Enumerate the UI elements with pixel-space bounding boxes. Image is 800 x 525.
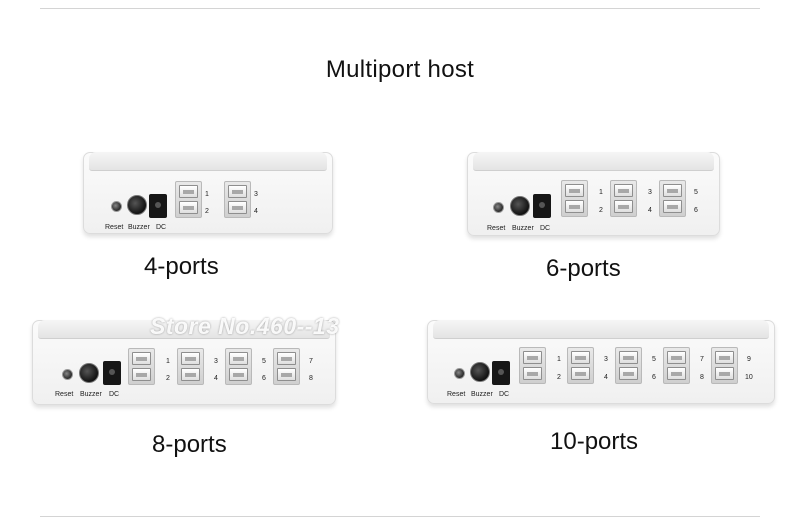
device-lid <box>38 320 330 339</box>
port-number: 3 <box>254 191 258 198</box>
usb-port-pair <box>711 347 738 384</box>
buzzer-icon <box>470 362 490 382</box>
usb-port-pair <box>567 347 594 384</box>
dc-jack-icon <box>533 194 551 218</box>
reset-hole-icon <box>454 368 465 379</box>
port-number: 1 <box>599 189 603 196</box>
usb-port-pair <box>615 347 642 384</box>
usb-host-8-ports: 1 2 3 4 5 6 7 8 Reset Buzzer DC <box>32 320 336 405</box>
device-lid <box>473 152 714 171</box>
reset-hole-icon <box>62 369 73 380</box>
usb-port-pair <box>224 181 251 218</box>
port-number: 2 <box>557 374 561 381</box>
port-number: 2 <box>166 375 170 382</box>
port-number: 6 <box>694 207 698 214</box>
port-number: 10 <box>745 374 753 381</box>
port-number: 1 <box>557 356 561 363</box>
port-number: 3 <box>648 189 652 196</box>
usb-port-pair <box>561 180 588 217</box>
port-number: 1 <box>205 191 209 198</box>
caption-4-ports: 4-ports <box>144 253 219 280</box>
reset-label: Reset <box>105 224 124 231</box>
port-number: 4 <box>254 208 258 215</box>
dc-label: DC <box>540 225 551 232</box>
reset-label: Reset <box>447 391 466 398</box>
top-divider <box>40 8 760 9</box>
port-number: 7 <box>309 358 313 365</box>
port-number: 5 <box>262 358 266 365</box>
usb-port-pair <box>225 348 252 385</box>
reset-hole-icon <box>493 202 504 213</box>
dc-jack-icon <box>103 361 121 385</box>
store-watermark: Store No.460--13 <box>150 313 340 339</box>
port-number: 9 <box>747 356 751 363</box>
usb-port-pair <box>663 347 690 384</box>
port-number: 4 <box>214 375 218 382</box>
reset-hole-icon <box>111 201 122 212</box>
port-number: 5 <box>694 189 698 196</box>
port-number: 3 <box>604 356 608 363</box>
port-number: 6 <box>652 374 656 381</box>
usb-port-pair <box>519 347 546 384</box>
caption-8-ports: 8-ports <box>152 431 227 458</box>
buzzer-label: Buzzer <box>471 391 493 398</box>
buzzer-icon <box>127 195 147 215</box>
buzzer-label: Buzzer <box>80 391 102 398</box>
bottom-divider <box>40 516 760 517</box>
port-number: 2 <box>205 208 209 215</box>
buzzer-icon <box>79 363 99 383</box>
usb-port-pair <box>273 348 300 385</box>
device-lid <box>433 320 769 339</box>
usb-port-pair <box>177 348 204 385</box>
port-number: 6 <box>262 375 266 382</box>
reset-label: Reset <box>55 391 74 398</box>
page-title: Multiport host <box>325 56 475 83</box>
usb-port-pair <box>610 180 637 217</box>
usb-host-6-ports: 1 2 3 4 5 6 Reset Buzzer DC <box>467 152 720 236</box>
port-number: 7 <box>700 356 704 363</box>
port-number: 5 <box>652 356 656 363</box>
caption-6-ports: 6-ports <box>546 255 621 282</box>
port-number: 3 <box>214 358 218 365</box>
usb-port-pair <box>128 348 155 385</box>
dc-jack-icon <box>492 361 510 385</box>
reset-label: Reset <box>487 225 506 232</box>
port-number: 8 <box>309 375 313 382</box>
usb-host-4-ports: 1 2 3 4 Reset Buzzer DC <box>83 152 333 234</box>
port-number: 1 <box>166 358 170 365</box>
buzzer-label: Buzzer <box>512 225 534 232</box>
buzzer-label: Buzzer <box>128 224 150 231</box>
usb-host-10-ports: 1 2 3 4 5 6 7 8 9 10 Reset Buzzer DC <box>427 320 775 404</box>
port-number: 4 <box>648 207 652 214</box>
device-lid <box>89 152 327 171</box>
buzzer-icon <box>510 196 530 216</box>
dc-jack-icon <box>149 194 167 218</box>
dc-label: DC <box>499 391 510 398</box>
dc-label: DC <box>156 224 167 231</box>
dc-label: DC <box>109 391 120 398</box>
usb-port-pair <box>175 181 202 218</box>
port-number: 2 <box>599 207 603 214</box>
port-number: 8 <box>700 374 704 381</box>
caption-10-ports: 10-ports <box>550 428 639 455</box>
usb-port-pair <box>659 180 686 217</box>
port-number: 4 <box>604 374 608 381</box>
